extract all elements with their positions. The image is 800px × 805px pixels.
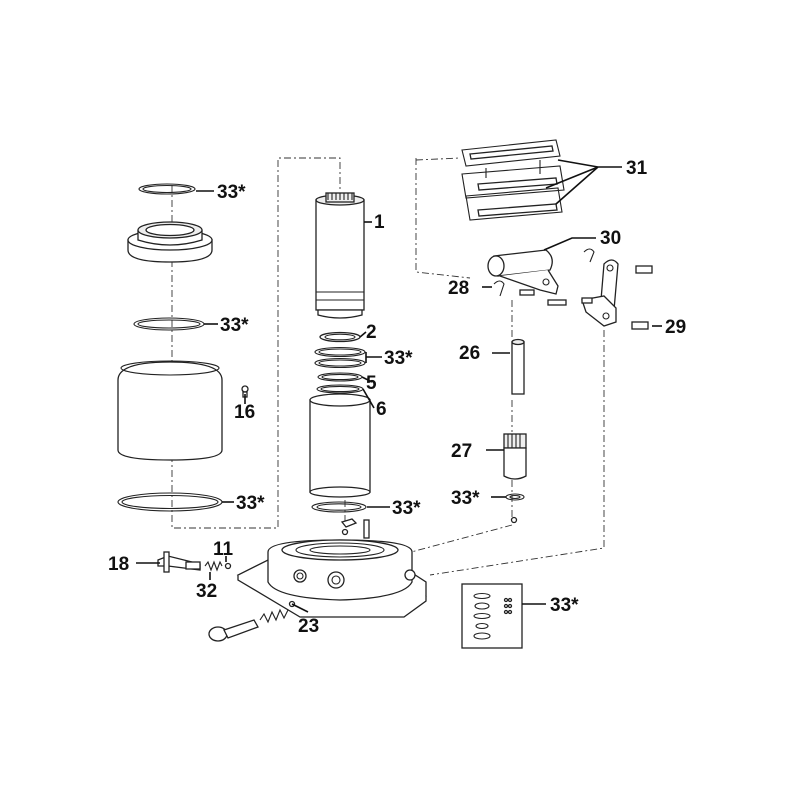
- label-6: 6: [376, 399, 387, 420]
- o-rings-pair: [314, 346, 366, 369]
- part-labels: 33* 33* 16 33* 1 2 33* 5 6 33* 31 30 28 …: [108, 158, 686, 637]
- label-1: 1: [374, 212, 385, 233]
- label-2: 2: [366, 322, 377, 343]
- label-26: 26: [459, 343, 480, 364]
- label-33-center: 33*: [392, 498, 421, 519]
- leader-lines: [136, 159, 662, 613]
- part-2-ring: [319, 331, 361, 343]
- part-6-ring: [316, 384, 364, 394]
- part-30-pump-housing: [487, 249, 559, 295]
- seal-ring-pump: [505, 493, 525, 524]
- part-18-release-valve: [157, 551, 201, 573]
- part-11-ball: [224, 562, 232, 570]
- part-1-ram: [315, 192, 365, 319]
- part-26-piston: [511, 338, 525, 395]
- label-33-top: 33*: [217, 182, 246, 203]
- label-5: 5: [366, 373, 377, 394]
- seal-ring-top: [138, 183, 196, 195]
- label-33-mid: 33*: [220, 315, 249, 336]
- seal-kit: [461, 583, 523, 649]
- part-32-spring: [204, 560, 223, 572]
- reservoir-shell: [117, 360, 223, 461]
- label-27: 27: [451, 441, 472, 462]
- label-32: 32: [196, 581, 217, 602]
- label-33-seal: 33*: [451, 488, 480, 509]
- pump-link: [581, 259, 619, 327]
- seal-ring-middle: [133, 317, 205, 331]
- label-33-kit: 33*: [550, 595, 579, 616]
- label-18: 18: [108, 554, 129, 575]
- base: [236, 539, 427, 618]
- part-27-pump-cylinder: [503, 433, 527, 480]
- part-29-pins: [581, 265, 653, 330]
- label-33-bottom: 33*: [236, 493, 265, 514]
- label-28: 28: [448, 278, 469, 299]
- label-33-pair: 33*: [384, 348, 413, 369]
- part-31-pins: [461, 139, 565, 221]
- part-28-clip: [493, 280, 567, 306]
- label-16: 16: [234, 402, 255, 423]
- label-23: 23: [298, 616, 319, 637]
- hitch-pin: [583, 248, 595, 263]
- top-nut: [127, 221, 213, 263]
- label-29: 29: [665, 317, 686, 338]
- seal-ring-center: [311, 501, 367, 513]
- part-5-ring: [317, 372, 363, 382]
- label-30: 30: [600, 228, 621, 249]
- label-11: 11: [213, 539, 234, 560]
- inner-cylinder: [309, 393, 371, 498]
- label-31: 31: [626, 158, 648, 179]
- seal-ring-bottom: [117, 492, 223, 512]
- part-23-valve: [208, 600, 296, 642]
